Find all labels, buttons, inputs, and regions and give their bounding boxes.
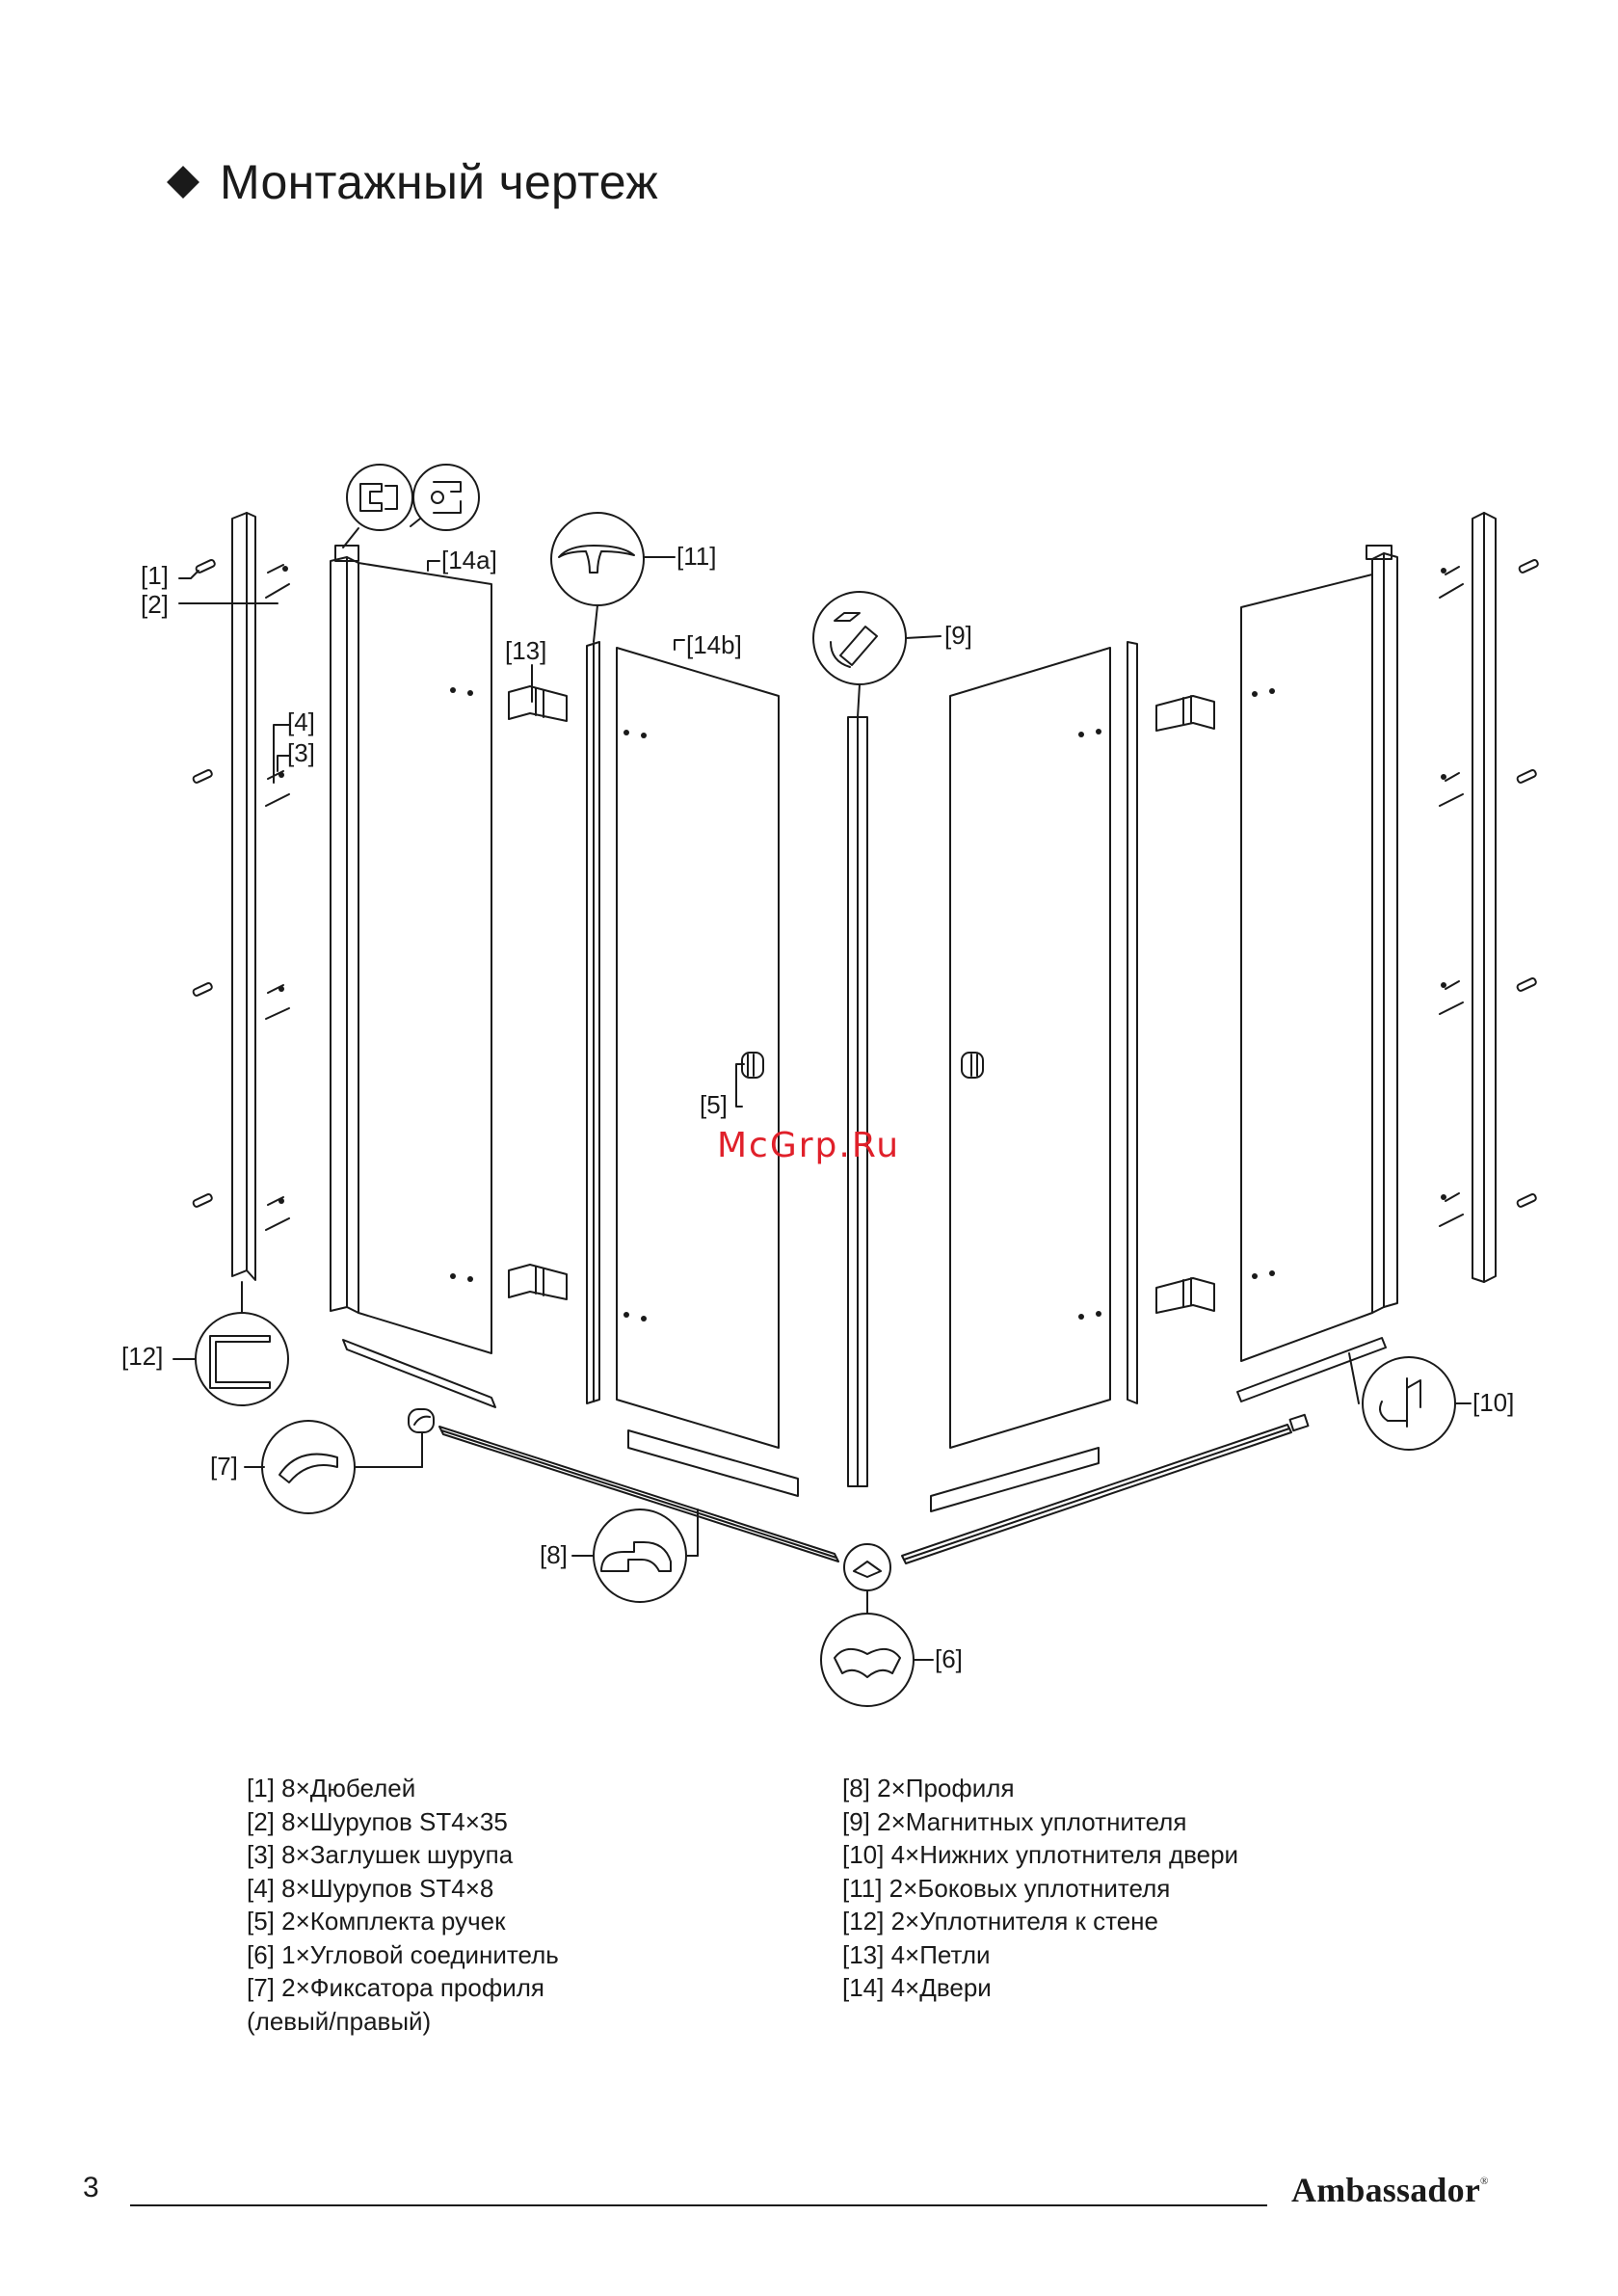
side-seal-strip-left: [586, 641, 600, 1404]
door-right-inner: [949, 647, 1111, 1449]
right-screws-icon: [1439, 566, 1464, 1227]
part-item: [11] 2×Боковых уплотнителя: [842, 1873, 1171, 1903]
assembly-drawing: [1] [2] [4] [3] [14a] [11] [13] [14b] [9…: [121, 464, 1539, 1707]
page-number: 3: [83, 2172, 99, 2203]
floor-profile-right: [901, 1424, 1292, 1564]
part-item: [7] 2×Фиксатора профиля: [247, 1973, 545, 2002]
left-wall-profile: [231, 512, 256, 1281]
part-item: [9] 2×Магнитных уплотнителя: [842, 1806, 1187, 1836]
part-item: [6] 1×Угловой соединитель: [247, 1939, 559, 1969]
parts-list-left: [1] 8×Дюбелей [2] 8×Шурупов ST4×35 [3] 8…: [247, 1772, 559, 2038]
watermark: McGrp.Ru: [717, 1126, 900, 1165]
callout-7: [7]: [210, 1452, 238, 1481]
left-screws-icon: [265, 564, 290, 1231]
bottom-seal-14b: [627, 1429, 799, 1497]
hinge-bottom-left: [508, 1264, 568, 1300]
detail-frame-section: [410, 464, 480, 531]
door-14a: [358, 562, 492, 1354]
callout-11: [11]: [676, 542, 716, 571]
handle-right-icon: [961, 1052, 984, 1079]
door-14b: [616, 647, 780, 1449]
part-item: [13] 4×Петли: [842, 1939, 991, 1969]
left-dowels-icon: [192, 559, 216, 1208]
part-item: [12] 2×Уплотнителя к стене: [842, 1907, 1158, 1936]
side-seal-strip-right: [1127, 641, 1138, 1404]
brand-name: Ambassador: [1291, 2171, 1481, 2209]
detail-side-seal: [550, 512, 676, 643]
part-item: [4] 8×Шурупов ST4×8: [247, 1873, 494, 1903]
callout-14a: [14a]: [441, 546, 497, 574]
left-frame-profile: [330, 545, 359, 1314]
part-item: [1] 8×Дюбелей: [247, 1774, 416, 1802]
bottom-seal-14a: [342, 1339, 496, 1408]
callout-14b: [14b]: [686, 630, 742, 659]
hinge-bottom-right: [1155, 1277, 1215, 1314]
registered-mark: ®: [1480, 2176, 1489, 2187]
parts-list-right: [8] 2×Профиля [9] 2×Магнитных уплотнител…: [842, 1772, 1238, 2005]
bottom-seal-right-outer: [1236, 1337, 1387, 1402]
part-item: [5] 2×Комплекта ручек: [247, 1907, 506, 1936]
brand-logo: Ambassador®: [1291, 2170, 1489, 2210]
handle-left-icon: [741, 1052, 764, 1079]
part-item: [10] 4×Нижних уплотнителя двери: [842, 1840, 1239, 1869]
detail-wall-profile-section: [342, 464, 413, 548]
part-item: [2] 8×Шурупов ST4×35: [247, 1806, 508, 1836]
callout-3: [3]: [287, 738, 315, 767]
detail-floor-profile: [571, 1508, 699, 1603]
detail-magnetic-seal: [812, 591, 942, 718]
callout-9: [9]: [944, 621, 972, 650]
magnetic-seal-strip: [847, 716, 868, 1487]
right-frame-profile: [1366, 545, 1398, 1314]
callout-10: [10]: [1472, 1388, 1514, 1417]
detail-profile-fixer: [244, 1408, 435, 1514]
callout-1: [1]: [141, 561, 169, 590]
hinge-top-left: [508, 685, 568, 722]
bottom-seal-right-inner: [930, 1447, 1100, 1512]
callout-12: [12]: [121, 1342, 163, 1371]
part-item: [8] 2×Профиля: [842, 1774, 1015, 1802]
detail-corner-connector: [820, 1543, 934, 1707]
right-wall-profile: [1472, 512, 1497, 1283]
right-dowels-icon: [1516, 559, 1539, 1208]
part-item: [14] 4×Двери: [842, 1973, 992, 2002]
profile-fixer-right: [1288, 1413, 1310, 1432]
floor-profile-left: [438, 1426, 839, 1562]
callout-8: [8]: [540, 1540, 568, 1569]
part-item: [3] 8×Заглушек шурупа: [247, 1840, 514, 1869]
callout-13: [13]: [505, 636, 546, 665]
callout-5: [5]: [700, 1090, 728, 1119]
callout-leaders: [178, 560, 745, 1108]
callout-6: [6]: [935, 1644, 963, 1673]
heading-text: Монтажный чертеж: [220, 155, 658, 209]
part-item: (левый/правый): [247, 2006, 432, 2036]
page-heading: Монтажный чертеж: [164, 154, 658, 210]
callout-2: [2]: [141, 590, 169, 619]
footer-rule: [130, 2204, 1267, 2206]
callout-4: [4]: [287, 707, 315, 736]
detail-wall-seal: [172, 1281, 289, 1406]
detail-bottom-door-seal: [1348, 1352, 1472, 1451]
door-right-outer: [1240, 574, 1373, 1362]
hinge-top-right: [1155, 695, 1215, 732]
